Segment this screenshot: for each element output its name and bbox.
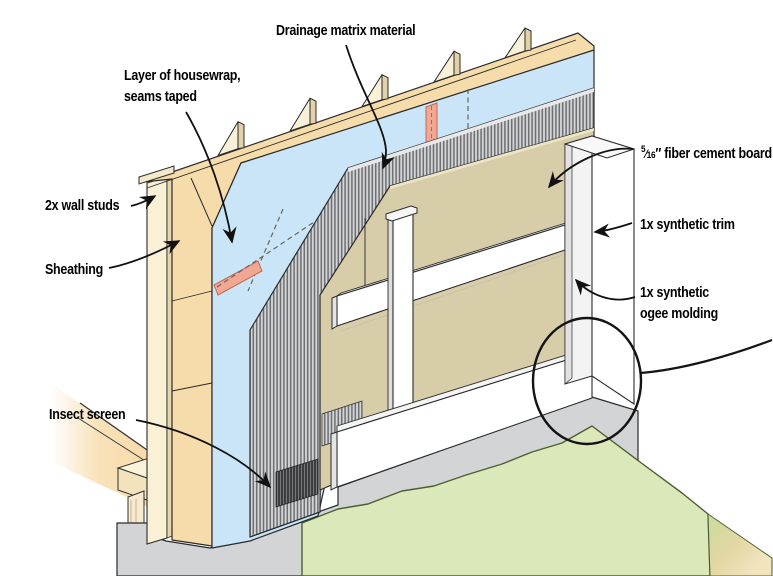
stud-top-fin-side <box>453 50 461 76</box>
corner-side-face <box>591 135 635 406</box>
band-shadow-line <box>340 254 564 332</box>
label-synthetic-trim: 1x synthetic trim <box>640 215 735 236</box>
stud-top-fin-side <box>237 121 245 150</box>
fraction-denominator: 16 <box>646 150 656 161</box>
soil-face <box>707 513 773 576</box>
fraction-slash: ⁄ <box>645 147 647 161</box>
fraction-numerator: 5 <box>641 144 646 155</box>
arrow-wall-studs <box>130 195 157 210</box>
stud-top-fin-side <box>524 27 532 52</box>
board-face <box>392 211 414 426</box>
band-end-cap <box>331 295 338 330</box>
corner-trim-board <box>563 135 636 406</box>
ogee-molding-edge <box>564 141 573 385</box>
label-text: Drainage matrix material <box>276 23 416 39</box>
base-end-cap <box>330 431 338 491</box>
label-drainage-matrix: Drainage matrix material <box>276 21 416 42</box>
arrow-synthetic-trim <box>593 222 633 238</box>
stud-edge <box>166 175 173 539</box>
stud-top-fin-side <box>381 74 389 101</box>
housewrap-hidden-seam-dashed <box>247 208 284 292</box>
cement-top-edge-highlight <box>390 128 594 189</box>
arrow-insect-screen <box>135 419 272 489</box>
arrow-sheathing <box>108 240 181 269</box>
corner-top-face <box>563 135 636 159</box>
callout-circle <box>531 316 643 446</box>
label-housewrap: Layer of housewrap, seams taped <box>124 66 241 108</box>
label-text: 2x wall studs <box>45 198 120 214</box>
label-text: ″ fiber cement board <box>655 146 772 162</box>
board-edge <box>387 217 394 430</box>
label-text: 1x synthetic <box>640 285 709 301</box>
top-plate-edge-line <box>146 39 577 189</box>
label-ogee-molding: 1x synthetic ogee molding <box>640 283 718 325</box>
label-text: Insect screen <box>49 407 126 423</box>
matrix-top-edge-highlight <box>348 88 594 172</box>
insect-screen-mesh <box>275 458 319 508</box>
label-wall-studs: 2x wall studs <box>45 196 120 217</box>
trim-base-band <box>330 346 593 491</box>
arrow-ogee-molding <box>574 278 636 301</box>
label-text: Layer of housewrap, <box>124 68 241 84</box>
stud-face <box>146 176 168 545</box>
label-fiber-cement: 5⁄16″ fiber cement board <box>641 139 772 166</box>
arrow-drainage-matrix <box>345 44 396 170</box>
label-text: 1x synthetic trim <box>640 217 735 233</box>
floor-edge-line <box>79 402 151 453</box>
callout-connector-line <box>639 338 773 375</box>
wall-stud-column <box>146 175 173 545</box>
label-text: seams taped <box>124 89 197 105</box>
label-insect-screen: Insect screen <box>49 405 126 426</box>
trim-vertical-board <box>385 205 418 430</box>
label-sheathing: Sheathing <box>45 260 103 281</box>
stud-top-flange <box>138 165 175 185</box>
housewrap-corner-cut-line <box>190 177 213 227</box>
leader-arrows <box>108 44 636 489</box>
sheathing-seam-lines <box>171 290 213 392</box>
taped-seam-dashed <box>216 221 315 288</box>
arrow-fiber-cement <box>547 147 634 189</box>
label-text: Sheathing <box>45 262 103 278</box>
board-top-cap <box>385 205 418 222</box>
stud-top-fin-side <box>309 97 317 125</box>
floor-board-line <box>77 417 151 465</box>
arrow-housewrap <box>185 111 237 244</box>
label-text: ogee molding <box>640 306 718 322</box>
housewrap-tape-diagonal <box>213 260 263 296</box>
